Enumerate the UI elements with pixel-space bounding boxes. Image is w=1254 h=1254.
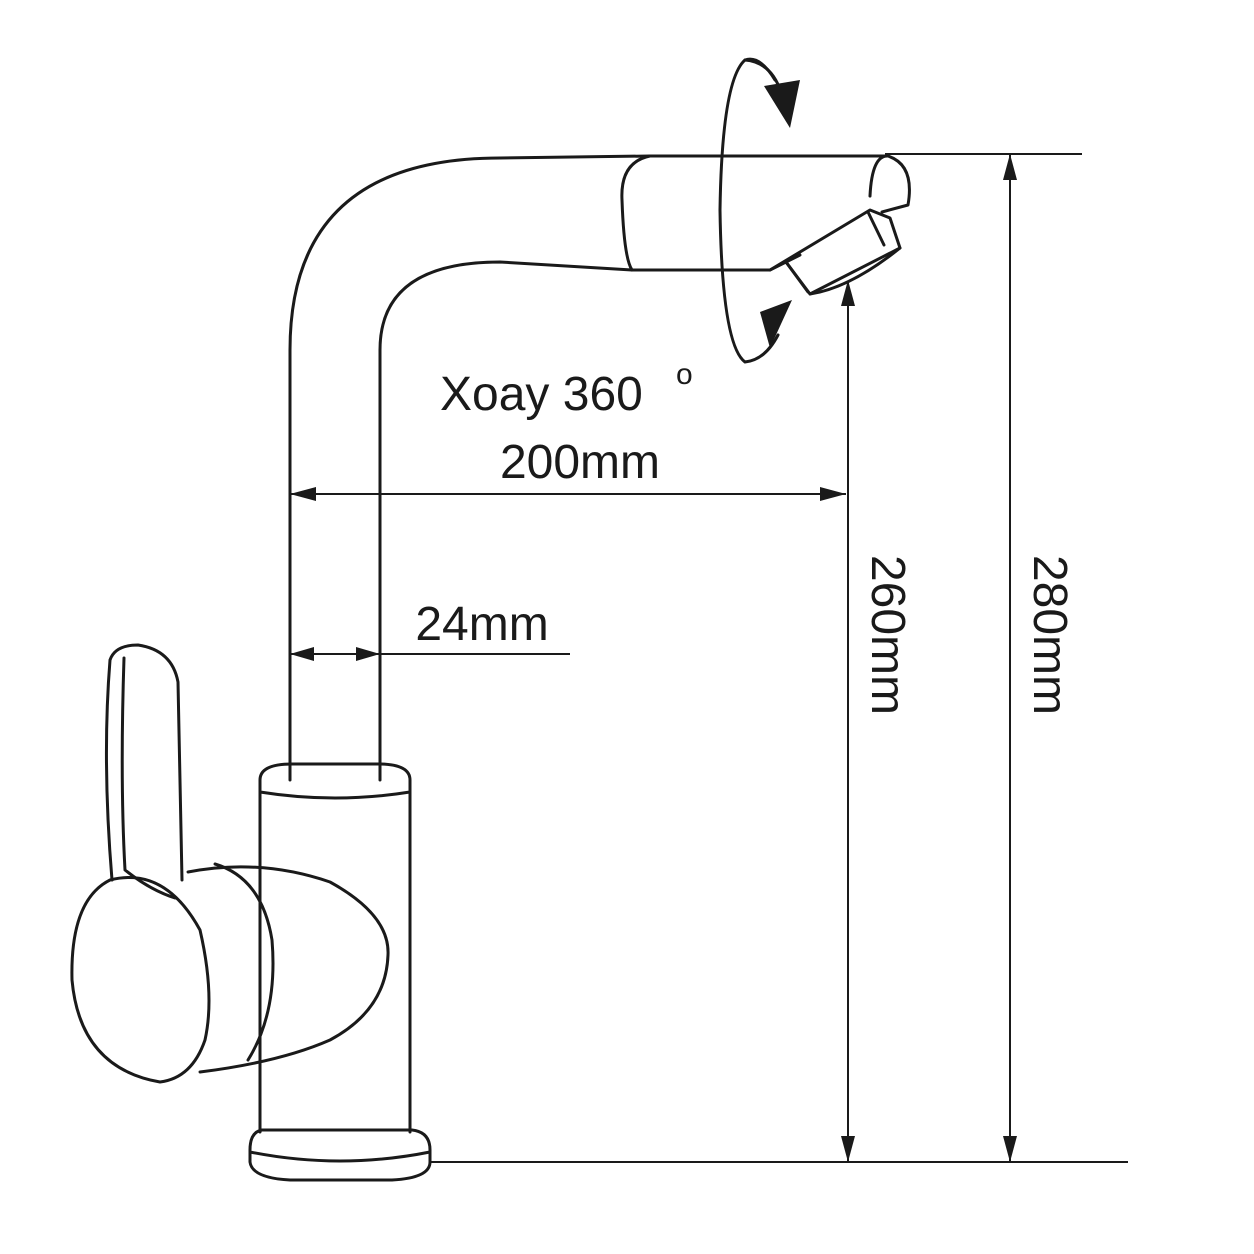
rotation-arrow-top-head — [764, 80, 800, 128]
total-height-arrow-bottom — [1003, 1136, 1017, 1162]
spout-head — [620, 154, 887, 272]
spout-height-arrow-bottom — [841, 1136, 855, 1162]
spout-tip — [868, 154, 911, 214]
total-height-arrow-top — [1003, 154, 1017, 180]
reach-arrow-left — [290, 487, 316, 501]
reach-label: 200mm — [500, 436, 660, 489]
handle-knob — [70, 875, 211, 1084]
cartridge-housing — [186, 862, 390, 1074]
dimension-labels: Xoay 360 o 200mm 24mm 260mm 280mm — [415, 358, 1076, 715]
dimension-lines — [290, 153, 1128, 1163]
spout-pipe — [288, 154, 652, 782]
body-cylinder — [258, 790, 412, 1134]
rotation-arrow-bottom-head — [760, 300, 792, 348]
diameter-label: 24mm — [415, 598, 548, 651]
rotation-label: Xoay 360 — [440, 368, 643, 421]
faucet-drawing — [70, 154, 911, 1182]
diameter-arrow-left — [290, 647, 314, 661]
reach-arrow-right — [820, 487, 846, 501]
body-collar — [258, 762, 412, 800]
rotation-indicator — [718, 57, 800, 364]
total-height-label: 280mm — [1023, 555, 1076, 715]
spout-height-label: 260mm — [861, 555, 914, 715]
rotation-degree-mark: o — [676, 358, 693, 391]
handle-lever — [104, 643, 184, 882]
base-ring — [248, 1128, 432, 1182]
spout-height-arrow-top — [841, 280, 855, 306]
aerator-ring — [784, 210, 902, 296]
aerator-nozzle — [768, 208, 902, 296]
diameter-arrow-right — [356, 647, 380, 661]
handle-lever-inner — [120, 656, 177, 900]
